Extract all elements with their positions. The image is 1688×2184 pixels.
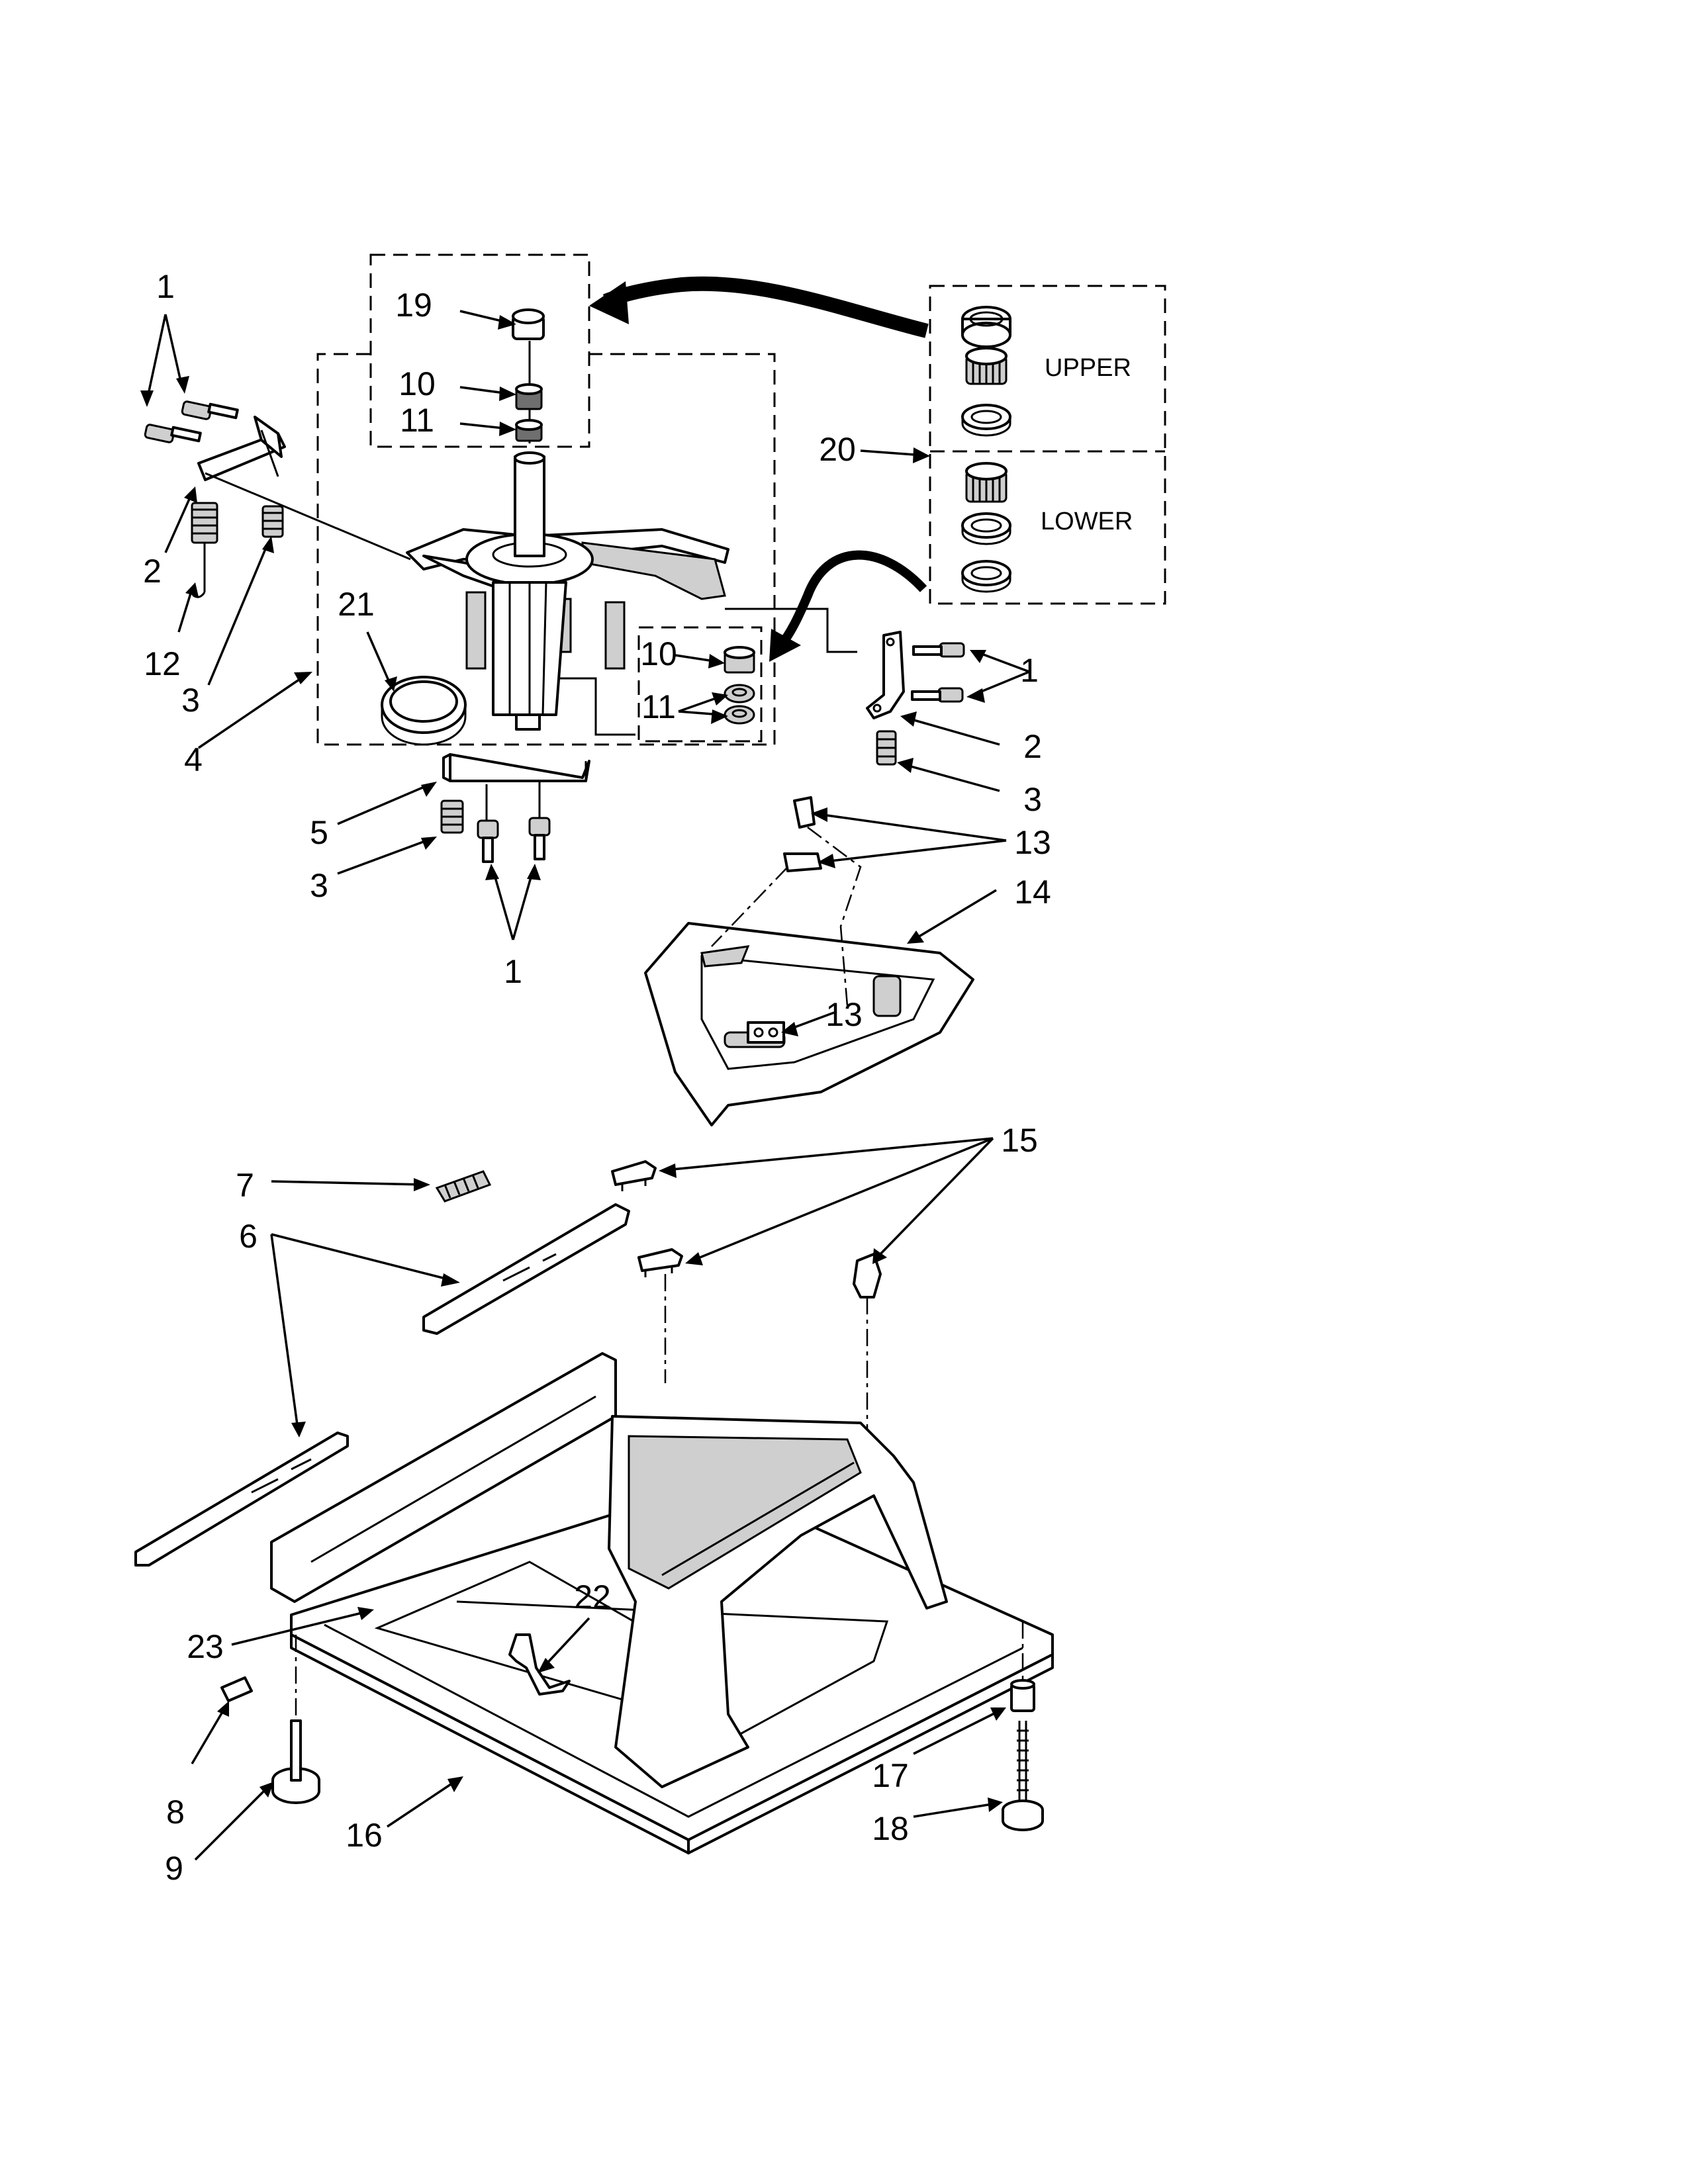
bearing-kit-lower-label: LOWER [1041, 508, 1133, 535]
callout-c10b: 10 [640, 635, 677, 672]
right-bracket-group [866, 631, 965, 766]
callout-c23: 23 [187, 1628, 224, 1665]
arrowheads [140, 315, 1006, 1812]
callout-c3b: 3 [1023, 781, 1042, 818]
arrow-to-top-stack [602, 276, 929, 338]
part-11-lower-washers [724, 684, 755, 725]
upper-seal-icon [961, 306, 1011, 348]
callout-c19: 19 [395, 287, 432, 324]
part-3-center-spring [440, 799, 464, 834]
left-bracket-group [144, 400, 411, 598]
part-8-left-pin [220, 1676, 253, 1702]
part-9-left-foot [271, 1635, 320, 1804]
callout-c13b: 13 [825, 996, 863, 1033]
group-boxes [316, 253, 1166, 746]
part-7-spring [435, 1170, 492, 1203]
callout-c18: 18 [872, 1810, 909, 1847]
callout-c7: 7 [236, 1167, 254, 1204]
callout-c2b: 2 [1023, 728, 1042, 765]
lower-gear-icon [965, 462, 1008, 503]
arrow-to-lower-stack [777, 550, 927, 649]
part-21-seal-ring [381, 676, 467, 746]
part-3-left-spring [261, 505, 284, 538]
callout-c1b: 1 [1020, 652, 1039, 689]
callout-c1c: 1 [504, 953, 522, 990]
lower-ring-icon [961, 512, 1011, 545]
center-bracket-group [440, 753, 590, 863]
part-16-base [270, 1352, 1054, 1854]
callout-c2a: 2 [143, 553, 162, 590]
part-15-pad-top [611, 1160, 657, 1191]
callout-c21: 21 [338, 586, 375, 623]
callout-c3a: 3 [181, 682, 200, 719]
upper-ring-icon [961, 404, 1011, 437]
part-10-lower-bushing [724, 646, 755, 674]
part-13-clip-mid [783, 852, 822, 872]
part-6-lower-rail [134, 1432, 349, 1567]
part-18-leveling-foot [1002, 1721, 1044, 1831]
part-15-pad-mid [637, 1248, 683, 1277]
callout-c12: 12 [144, 645, 181, 682]
arrow-head-top-stack [589, 281, 629, 324]
part-2-left-bracket [197, 416, 286, 481]
bearing-kit-upper-label: UPPER [1045, 354, 1131, 382]
part-10-upper-bushing [515, 383, 543, 410]
part-17-spacer [1010, 1621, 1035, 1712]
part-3-right-spring [876, 730, 897, 766]
callout-c22: 22 [574, 1578, 611, 1615]
part-1-right-screws [911, 642, 965, 703]
callout-c15: 15 [1001, 1122, 1038, 1159]
callout-c16: 16 [346, 1817, 383, 1854]
center-post-assembly [406, 341, 857, 736]
part-5-center-bracket [442, 753, 590, 782]
top-bearing-stack [512, 308, 545, 442]
leader-lines [146, 310, 1030, 1861]
callout-c14: 14 [1014, 874, 1051, 911]
part-19-bearing [512, 308, 545, 340]
part-11-upper-washer [515, 419, 543, 442]
callout-c8: 8 [166, 1794, 185, 1831]
lower-stack-box [637, 626, 763, 743]
callout-c4: 4 [184, 741, 203, 778]
lower-washer-icon [961, 560, 1011, 593]
part-12-spring-rod [191, 502, 218, 598]
callout-c5: 5 [310, 814, 328, 851]
callout-c13a: 13 [1014, 824, 1051, 861]
part-13-clip-lower [747, 1021, 785, 1044]
part-1-left-screws [144, 400, 239, 443]
lower-bearing-stack [724, 646, 755, 725]
part-14-suspension-frame [644, 796, 974, 1126]
callout-c1a: 1 [156, 268, 175, 305]
callout-c11a: 11 [400, 402, 434, 439]
upper-gear-icon [965, 347, 1008, 385]
part-6-upper-rail [422, 1203, 630, 1335]
callout-c11b: 11 [641, 688, 676, 725]
callout-c20: 20 [819, 431, 856, 468]
part-1-center-screws [477, 817, 551, 863]
bearing-kit-box [929, 285, 1166, 605]
part-13-clip-top [793, 796, 816, 829]
part-22-clip [508, 1633, 571, 1696]
part-2-right-bracket [866, 631, 905, 719]
callout-c6: 6 [239, 1218, 258, 1255]
callout-c17: 17 [872, 1757, 909, 1794]
callout-c9: 9 [165, 1850, 183, 1887]
arrow-head-lower-stack [769, 629, 801, 662]
callout-c10a: 10 [399, 365, 436, 402]
callout-c3c: 3 [310, 867, 328, 904]
top-stack-box [369, 253, 590, 448]
bearing-kit: UPPER LOWER [961, 306, 1133, 593]
